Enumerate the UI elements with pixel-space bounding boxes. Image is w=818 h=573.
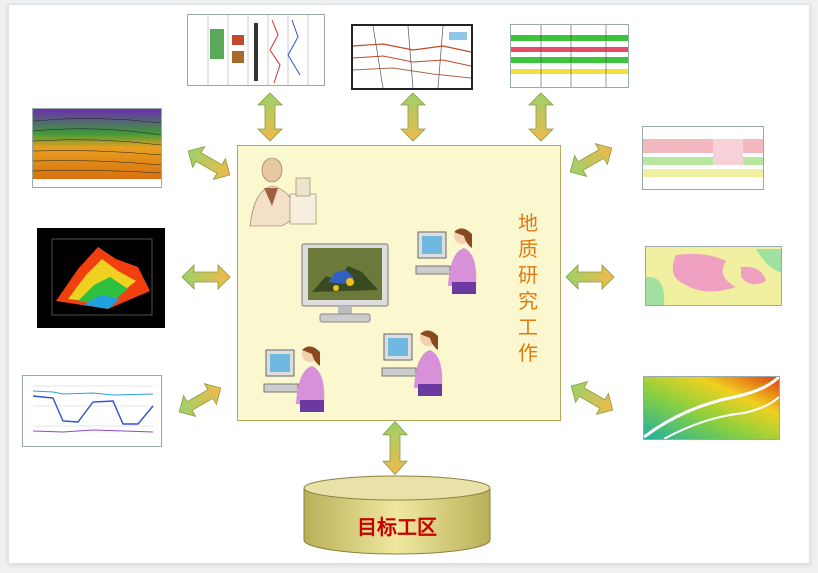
arrow-top-left	[257, 92, 283, 142]
target-work-area-cylinder	[303, 475, 491, 555]
arrow-left-upper	[181, 140, 237, 186]
well-log-chart-icon	[187, 14, 325, 86]
geologist-icon	[249, 157, 317, 227]
analyst-icon	[381, 330, 443, 396]
cross-section-icon	[351, 24, 473, 90]
arrow-left-middle	[181, 264, 231, 290]
log-curve-plot-icon	[22, 375, 162, 447]
target-work-area-label: 目标工区	[357, 515, 437, 539]
geology-research-box	[237, 145, 561, 421]
analyst-icon	[415, 228, 477, 294]
monitor-icon	[301, 243, 389, 323]
arrow-left-lower	[172, 377, 228, 423]
analyst-icon	[263, 346, 325, 412]
arrow-top-center	[400, 92, 426, 142]
depth-map-icon	[643, 376, 780, 440]
seismic-section-icon	[32, 108, 162, 188]
facies-panel-icon	[642, 126, 764, 190]
stratigraphic-correlation-icon	[510, 24, 629, 88]
arrow-right-lower	[564, 375, 620, 421]
3d-surface-icon	[37, 228, 165, 328]
attribute-map-icon	[645, 246, 782, 306]
arrow-right-middle	[565, 264, 615, 290]
arrow-bottom	[382, 421, 408, 475]
center-title: 地质研究工作	[518, 211, 538, 365]
arrow-right-upper	[563, 137, 619, 183]
arrow-top-right	[528, 92, 554, 142]
